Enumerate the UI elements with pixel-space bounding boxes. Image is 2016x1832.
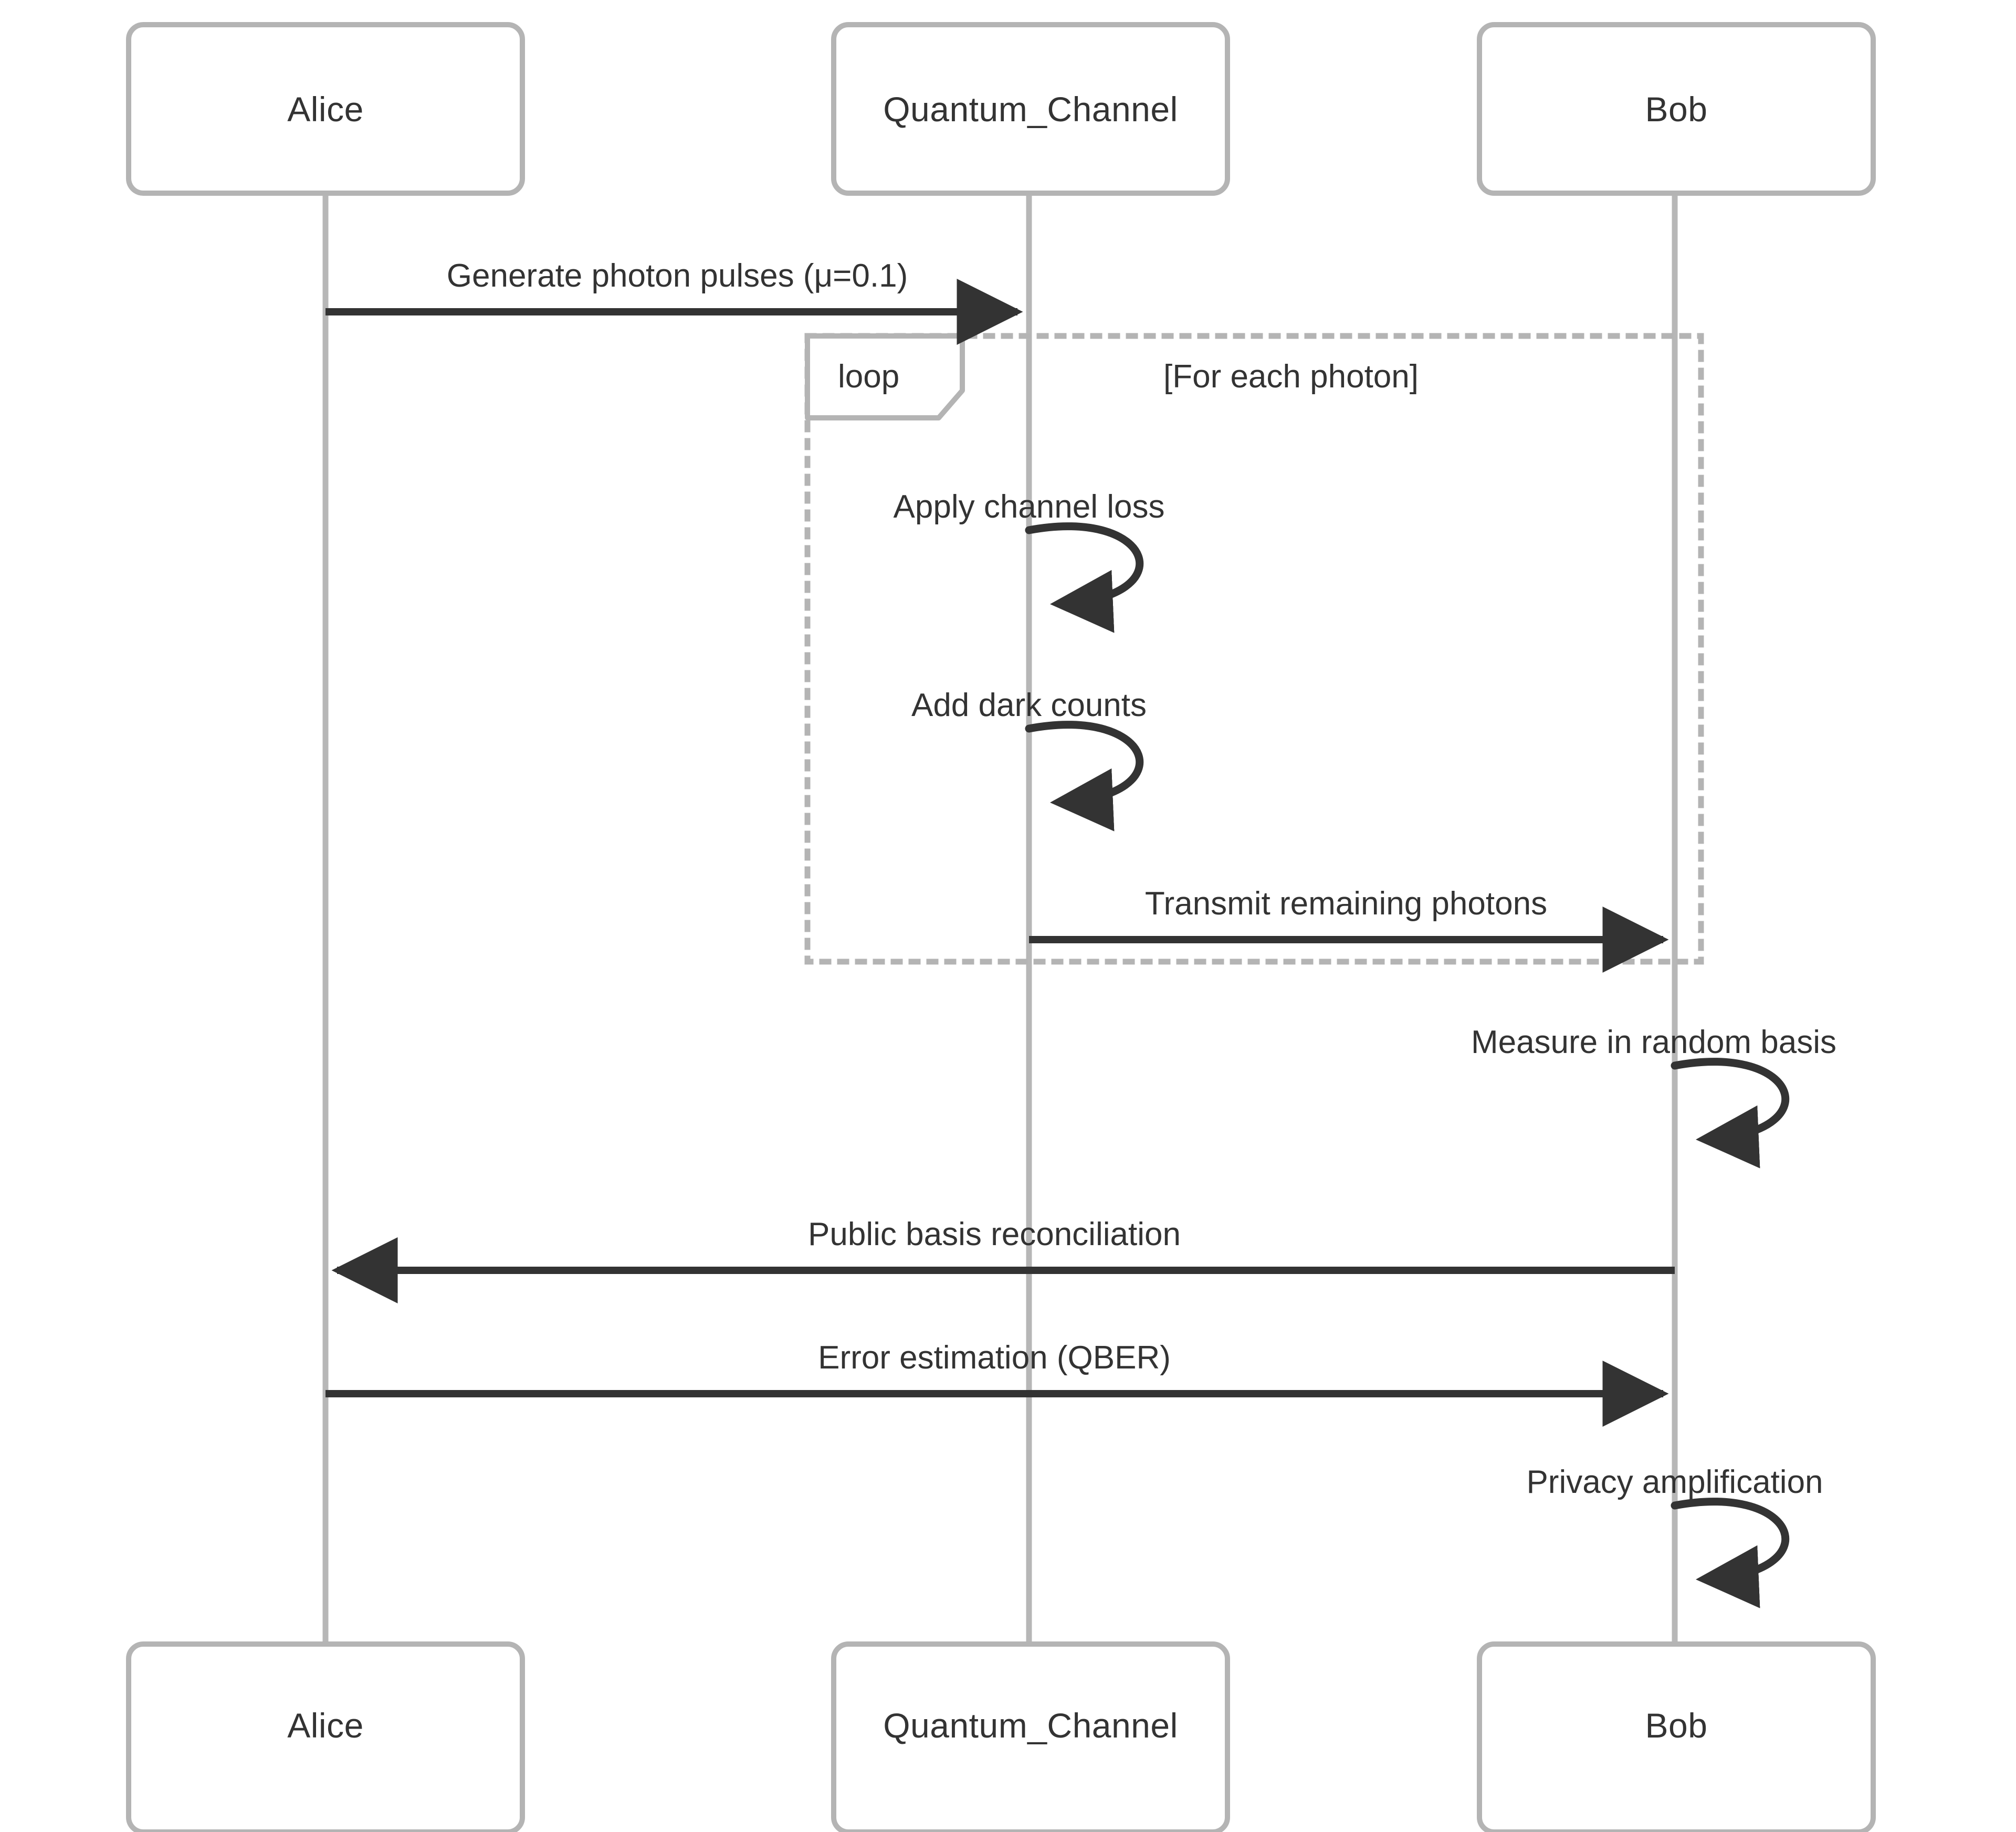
message-selfloop-measure-in-random-basis[interactable] xyxy=(1671,1058,1789,1168)
actor-box-alice-bottom[interactable] xyxy=(126,1641,525,1832)
actor-box-channel-top[interactable] xyxy=(831,22,1230,196)
actor-name-alice-bottom: Alice xyxy=(287,1706,364,1745)
lifelines xyxy=(322,193,1678,1644)
actor-name-bob-bottom: Bob xyxy=(1645,1706,1708,1745)
actor-box-channel-bottom[interactable] xyxy=(831,1641,1230,1832)
fragment-keyword-tab xyxy=(805,333,965,420)
message-label-privacy-amplification: Privacy amplification xyxy=(1526,1464,1823,1500)
message-label-measure-in-random-basis: Measure in random basis xyxy=(1471,1024,1837,1060)
actor-name-bob-top: Bob xyxy=(1645,89,1708,129)
message-label-transmit-remaining-photons: Transmit remaining photons xyxy=(1144,886,1548,922)
actor-box-alice-top[interactable] xyxy=(126,22,525,196)
message-label-apply-channel-loss: Apply channel loss xyxy=(893,489,1165,525)
actor-boxes-bottom xyxy=(126,1641,1876,1832)
actor-name-alice-top: Alice xyxy=(287,89,364,129)
actor-name-channel-bottom: Quantum_Channel xyxy=(883,1706,1178,1745)
fragment-loop-each-photon xyxy=(804,333,1704,965)
fragment-border xyxy=(804,333,1704,965)
message-selfloop-privacy-amplification[interactable] xyxy=(1671,1498,1789,1608)
actor-boxes-top xyxy=(126,22,1876,196)
fragment-condition-label: [For each photon] xyxy=(1163,359,1419,395)
message-label-generate-photon-pulses: Generate photon pulses (μ=0.1) xyxy=(446,258,908,294)
message-label-error-estimation-qber: Error estimation (QBER) xyxy=(818,1340,1171,1376)
message-label-add-dark-counts: Add dark counts xyxy=(911,687,1147,723)
actor-box-bob-top[interactable] xyxy=(1477,22,1876,196)
message-selfloop-add-dark-counts[interactable] xyxy=(1025,721,1143,831)
fragment-keyword-label: loop xyxy=(838,359,900,395)
message-selfloop-apply-channel-loss[interactable] xyxy=(1025,522,1143,633)
message-label-public-basis-reconciliation: Public basis reconciliation xyxy=(808,1216,1181,1252)
actor-box-bob-bottom[interactable] xyxy=(1477,1641,1876,1832)
actor-name-channel-top: Quantum_Channel xyxy=(883,89,1178,129)
